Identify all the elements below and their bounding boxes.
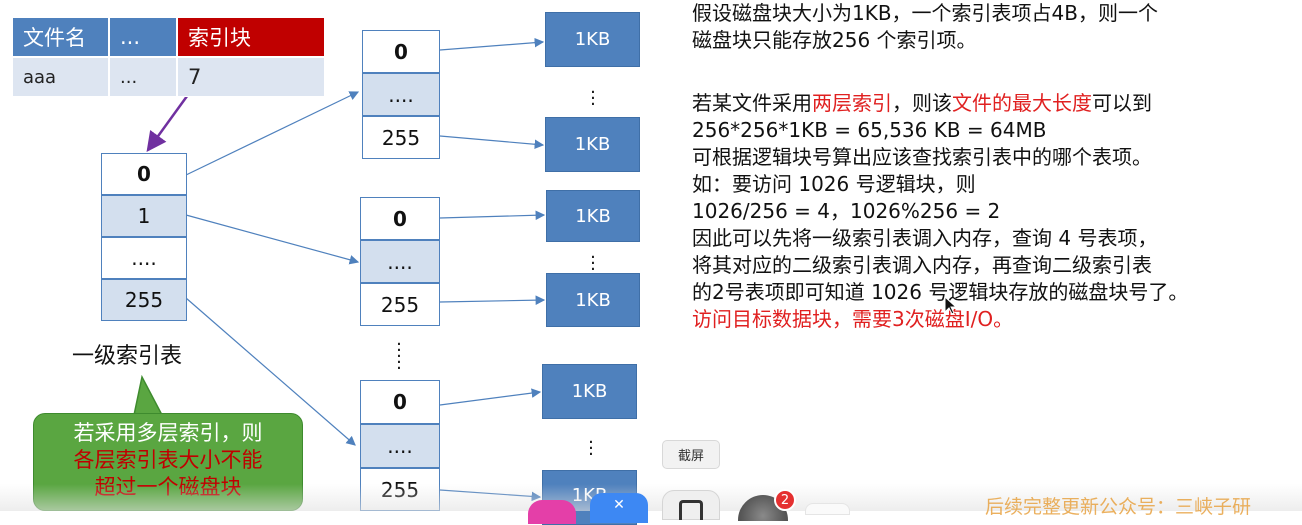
text-seg-a: 若某文件采用 bbox=[692, 91, 812, 115]
l2c-entry-0: 0 bbox=[360, 380, 440, 424]
dock-screenshot-icon[interactable] bbox=[662, 490, 720, 520]
arrow-l1-255 bbox=[185, 297, 356, 446]
vertical-ellipsis-a: ... bbox=[590, 77, 596, 110]
callout-pointer bbox=[133, 375, 164, 416]
text-line-1: 假设磁盘块大小为1KB，一个索引表项占4B，则一个 bbox=[692, 1, 1159, 25]
arrow-b255 bbox=[439, 295, 546, 305]
mouse-cursor-icon bbox=[944, 296, 958, 315]
notification-badge: 2 bbox=[774, 489, 796, 511]
text-line-5: 可根据逻辑块号算出应该查找索引表中的哪个表项。 bbox=[692, 145, 1152, 169]
callout-line-2: 各层索引表大小不能 bbox=[73, 448, 263, 472]
l2a-entry-0: 0 bbox=[362, 30, 440, 73]
l1-entry-0: 0 bbox=[101, 153, 187, 195]
l2b-entry-dots: .... bbox=[360, 240, 440, 283]
l2b-entry-0: 0 bbox=[360, 197, 440, 240]
crop-frame-icon bbox=[679, 500, 703, 520]
dock-bar bbox=[0, 484, 1302, 511]
dir-header-index-block: 索引块 bbox=[177, 17, 325, 57]
dir-cell-ellipsis: ... bbox=[109, 57, 177, 97]
l2c-entry-dots: .... bbox=[360, 424, 440, 468]
text-line-8: 因此可以先将一级索引表调入内存，查询 4 号表项， bbox=[692, 226, 1158, 250]
dock-app-icon-pink[interactable] bbox=[528, 500, 576, 524]
callout-line-1: 若采用多层索引，则 bbox=[73, 421, 263, 445]
text-line-3: 若某文件采用两层索引，则该文件的最大长度可以到 bbox=[692, 90, 1297, 117]
vertical-ellipsis-c: ... bbox=[588, 427, 594, 460]
l1-entry-255: 255 bbox=[101, 279, 187, 321]
l2b-entry-255: 255 bbox=[360, 283, 440, 326]
data-block-b0: 1KB bbox=[546, 190, 640, 242]
arrow-l1-0 bbox=[185, 91, 360, 176]
dir-cell-filename: aaa bbox=[12, 57, 109, 97]
text-seg-c: ，则该 bbox=[892, 91, 952, 115]
dock-app-icon-blue[interactable]: ✕ bbox=[590, 493, 648, 523]
dock-app-icon-white[interactable] bbox=[805, 503, 850, 515]
pointer-arrow bbox=[146, 91, 192, 153]
text-two-level-index: 两层索引 bbox=[812, 91, 892, 115]
arrow-c0 bbox=[439, 388, 542, 406]
dir-header-ellipsis: ... bbox=[109, 17, 177, 57]
text-line-9: 将其对应的二级索引表调入内存，再查询二级索引表 bbox=[692, 253, 1152, 277]
text-line-4: 256*256*1KB = 65,536 KB = 64MB bbox=[692, 118, 1047, 142]
l2a-entry-255: 255 bbox=[362, 116, 440, 159]
dir-header-filename: 文件名 bbox=[12, 17, 109, 57]
dir-cell-index-block: 7 bbox=[177, 57, 325, 97]
vertical-ellipsis-tables: ..... bbox=[396, 329, 402, 374]
text-seg-e: 可以到 bbox=[1092, 91, 1152, 115]
footer-watermark: 后续完整更新公众号：三峡子研 bbox=[985, 496, 1252, 518]
arrow-a255 bbox=[439, 135, 545, 150]
screenshot-tooltip: 截屏 bbox=[662, 440, 720, 469]
first-level-label: 一级索引表 bbox=[72, 344, 183, 369]
text-line-6: 如：要访问 1026 号逻辑块，则 bbox=[692, 172, 976, 196]
explanation-panel: 假设磁盘块大小为1KB，一个索引表项占4B，则一个 磁盘块只能存放256 个索引… bbox=[692, 0, 1297, 333]
text-max-length: 文件的最大长度 bbox=[952, 91, 1092, 115]
arrow-a0 bbox=[439, 37, 545, 51]
data-block-b255: 1KB bbox=[546, 273, 640, 327]
text-line-2: 磁盘块只能存放256 个索引项。 bbox=[692, 28, 977, 52]
text-line-10: 的2号表项即可知道 1026 号逻辑块存放的磁盘块号了。 bbox=[692, 280, 1189, 304]
text-line-7: 1026/256 = 4，1026%256 = 2 bbox=[692, 199, 1001, 223]
text-line-11: 访问目标数据块，需要3次磁盘I/O。 bbox=[692, 307, 1014, 331]
vertical-ellipsis-b: ... bbox=[590, 242, 596, 275]
arrow-b0 bbox=[439, 210, 546, 221]
l1-entry-1: 1 bbox=[101, 195, 187, 237]
l2a-entry-dots: .... bbox=[362, 73, 440, 116]
data-block-c0: 1KB bbox=[542, 364, 637, 419]
arrow-l1-1 bbox=[185, 214, 360, 265]
data-block-a255: 1KB bbox=[545, 117, 640, 172]
data-block-a0: 1KB bbox=[545, 12, 640, 67]
l1-entry-dots: .... bbox=[101, 237, 187, 279]
